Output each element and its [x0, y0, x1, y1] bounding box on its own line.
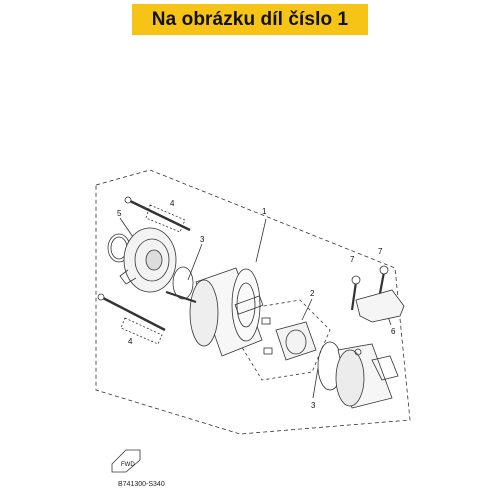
drawing-code: B741300-S340 — [118, 481, 165, 488]
bracket-6 — [355, 289, 405, 323]
forward-label: FWD — [121, 462, 135, 468]
o-ring-3-upper — [172, 266, 194, 300]
callout-3-upper: 3 — [200, 235, 205, 244]
callout-7-left: 7 — [350, 255, 355, 264]
bolt-4-upper — [124, 196, 191, 233]
front-cover — [119, 227, 177, 293]
callout-4-lower: 4 — [128, 337, 133, 346]
assembly-boundary — [95, 169, 411, 435]
bolt-4-lower — [97, 293, 166, 345]
brush-holder-2 — [261, 317, 317, 361]
callout-3-lower: 3 — [311, 401, 316, 410]
callout-7-right: 7 — [378, 247, 383, 256]
callout-6: 6 — [391, 327, 396, 336]
callout-2: 2 — [310, 289, 315, 298]
callout-5: 5 — [117, 209, 122, 218]
part-number-banner: Na obrázku díl číslo 1 — [132, 4, 368, 35]
callout-1: 1 — [262, 207, 267, 216]
motor-body — [165, 267, 264, 357]
callout-4-upper: 4 — [170, 199, 175, 208]
forward-arrow-icon — [111, 449, 141, 473]
rear-housing — [335, 343, 399, 409]
bolt-7-left — [350, 275, 361, 311]
banner-text: Na obrázku díl číslo 1 — [151, 8, 349, 30]
